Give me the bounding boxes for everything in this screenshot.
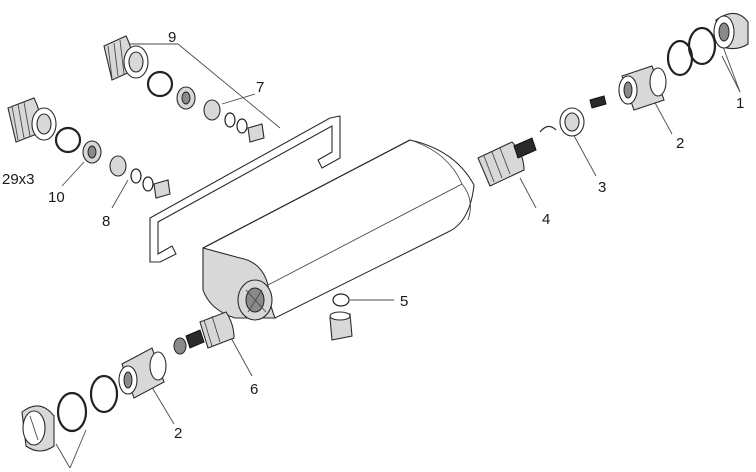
thermostat-body [202, 139, 475, 321]
ring-bottom-2 [56, 391, 88, 433]
callout-10: 10 [48, 189, 65, 206]
ring-2 [666, 39, 694, 77]
handle-right [713, 12, 749, 50]
callout-4: 4 [542, 211, 551, 228]
callout-29x3: 29x3 [2, 171, 35, 188]
o-ring-5 [332, 293, 350, 307]
small-screw [589, 95, 607, 109]
mounting-bracket [149, 115, 341, 263]
thermostat-cartridge-4 [477, 137, 537, 187]
callout-2-right: 2 [676, 135, 685, 152]
check-valve-8 [109, 155, 171, 199]
cartridge-6 [173, 311, 235, 355]
o-ring-lower [54, 126, 82, 154]
callout-7: 7 [256, 79, 265, 96]
callout-2-bottom: 2 [174, 425, 183, 442]
ring-bottom-1 [89, 374, 119, 414]
nut-upper [176, 86, 196, 110]
o-ring-upper [146, 70, 174, 98]
inlet-fitting-upper [103, 35, 149, 81]
callout-6: 6 [250, 381, 259, 398]
callout-8: 8 [102, 213, 111, 230]
clip-ring [539, 125, 557, 133]
cartridge-sleeve-bottom [118, 347, 167, 399]
insert-5 [329, 311, 353, 341]
callout-5: 5 [400, 293, 409, 310]
check-valve-upper [203, 99, 265, 143]
cartridge-sleeve-right [618, 65, 667, 111]
reducer-10 [82, 140, 102, 164]
inlet-fitting-lower [7, 97, 57, 143]
adapter-ring-3 [559, 107, 585, 137]
callout-9: 9 [168, 29, 177, 46]
callout-1: 1 [736, 95, 745, 112]
handle-bottom [21, 405, 55, 452]
callout-3: 3 [598, 179, 607, 196]
